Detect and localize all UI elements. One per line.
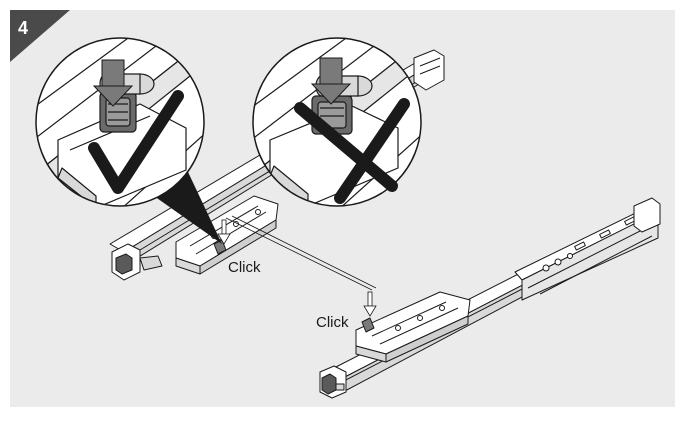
checkmark-icon [88, 90, 184, 194]
drawer-runner-right [319, 197, 661, 399]
connection-line-2 [231, 215, 377, 289]
click-label-upper: Click [228, 259, 261, 276]
detail-view-incorrect [252, 37, 422, 207]
down-arrow-icon [363, 291, 377, 317]
click-label-lower: Click [316, 314, 349, 331]
step-number: 4 [18, 18, 28, 38]
magnifier-cone [154, 172, 222, 244]
down-arrow-icon [310, 57, 352, 105]
down-arrow-icon [92, 59, 134, 107]
down-arrow-icon [217, 219, 231, 245]
detail-view-correct [35, 37, 205, 207]
cross-icon [294, 98, 410, 204]
step-badge [10, 10, 70, 62]
connection-line [225, 217, 373, 291]
